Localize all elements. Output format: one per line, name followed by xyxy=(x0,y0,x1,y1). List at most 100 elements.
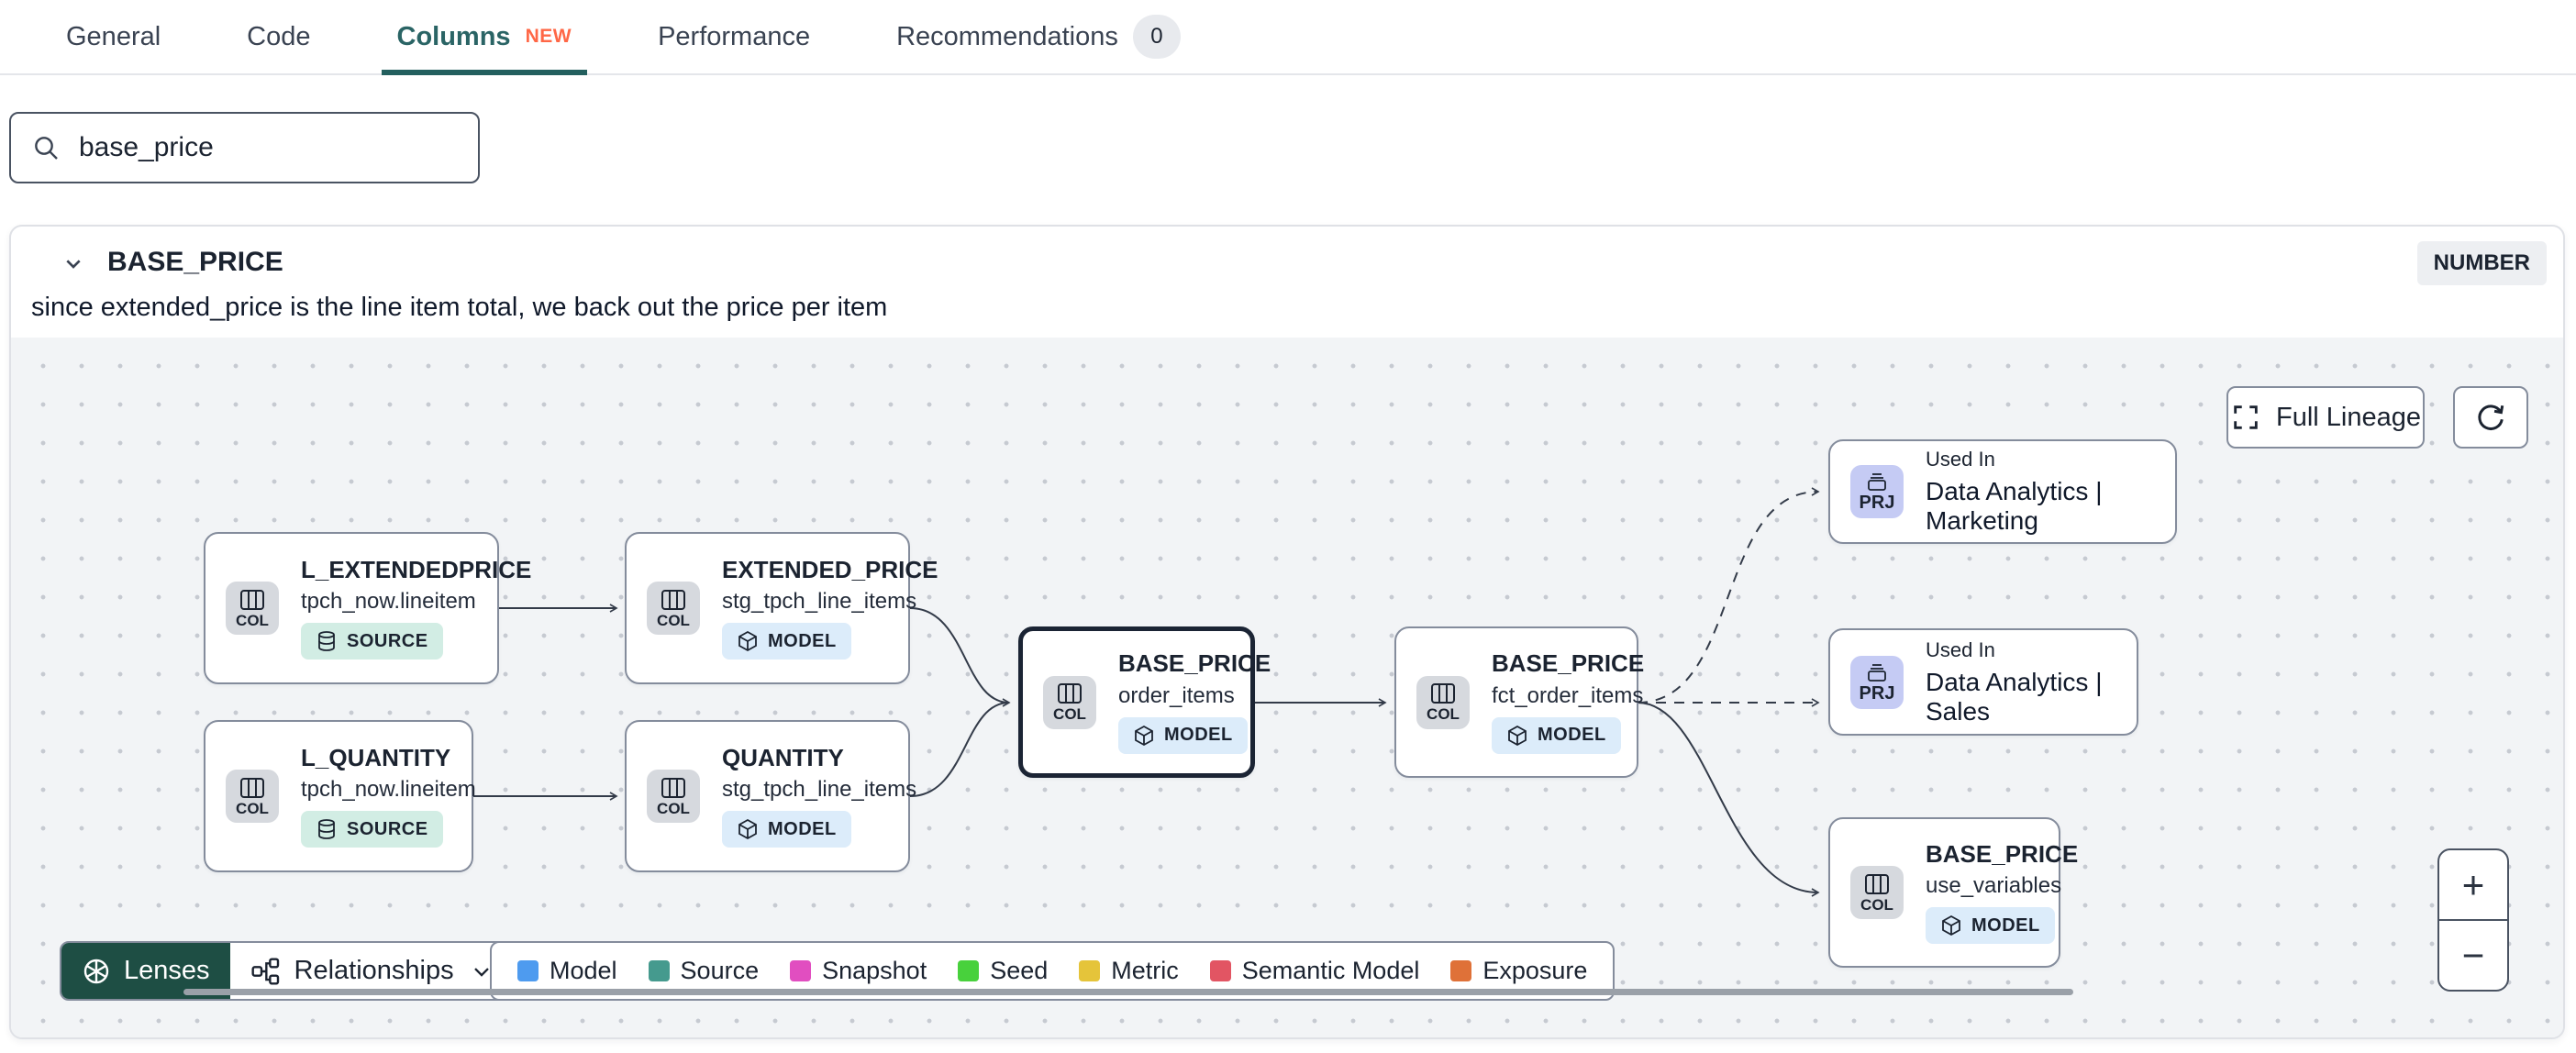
cube-icon xyxy=(1942,915,1960,937)
tab-columns[interactable]: Columns NEW xyxy=(381,0,588,75)
resource-badge: MODEL xyxy=(1926,907,2055,945)
badge-label: MODEL xyxy=(768,630,837,651)
resource-badge: MODEL xyxy=(1118,716,1248,754)
node-kind: COL xyxy=(1427,705,1460,723)
lenses-label: Lenses xyxy=(124,956,210,985)
badge-label: MODEL xyxy=(1971,914,2040,936)
column-icon: COL xyxy=(1043,675,1096,729)
column-type-badge: NUMBER xyxy=(2416,241,2547,285)
node-subtitle: stg_tpch_line_items xyxy=(722,777,917,803)
node-subtitle: tpch_now.lineitem xyxy=(301,777,476,803)
lineage-node-base-price-fct-order-items[interactable]: COL BASE_PRICE fct_order_items MODEL xyxy=(1394,626,1644,778)
horizontal-scrollbar-thumb[interactable] xyxy=(183,989,2073,995)
refresh-icon xyxy=(2478,405,2504,430)
search-input[interactable] xyxy=(79,132,427,163)
legend-item-metric: Metric xyxy=(1079,957,1179,985)
badge-label: MODEL xyxy=(768,818,837,839)
collapse-chevron-down-icon[interactable] xyxy=(59,249,88,278)
database-icon xyxy=(318,631,335,652)
column-icon: COL xyxy=(226,582,279,635)
project-icon: PRJ xyxy=(1850,655,1904,709)
tab-code[interactable]: Code xyxy=(231,0,326,73)
resource-badge: MODEL xyxy=(1492,716,1621,754)
column-icon: COL xyxy=(1850,866,1904,919)
tab-general[interactable]: General xyxy=(50,0,176,73)
badge-label: MODEL xyxy=(1164,725,1233,746)
source-swatch xyxy=(648,960,670,981)
zoom-out-button[interactable]: − xyxy=(2461,933,2485,977)
node-subtitle: tpch_now.lineitem xyxy=(301,589,476,615)
search-icon xyxy=(31,133,61,162)
new-badge: NEW xyxy=(525,26,572,47)
relationships-dropdown[interactable]: Relationships xyxy=(230,943,515,999)
snapshot-swatch xyxy=(790,960,812,981)
tab-performance[interactable]: Performance xyxy=(642,0,826,73)
refresh-button[interactable] xyxy=(2453,386,2528,449)
node-title: Data Analytics | Marketing xyxy=(1926,477,2103,535)
node-title: L_EXTENDEDPRICE xyxy=(301,555,532,583)
exposure-swatch xyxy=(1450,960,1472,981)
zoom-in-button[interactable]: + xyxy=(2439,850,2507,921)
column-search[interactable] xyxy=(9,112,480,183)
lineage-canvas[interactable]: COL L_EXTENDEDPRICE tpch_now.lineitem SO… xyxy=(11,338,2563,1037)
column-panel: BASE_PRICE NUMBER since extended_price i… xyxy=(9,225,2565,1039)
expand-icon xyxy=(2234,405,2258,429)
database-icon xyxy=(318,819,335,840)
semantic-model-swatch xyxy=(1209,960,1231,981)
column-icon: COL xyxy=(1416,675,1470,729)
model-swatch xyxy=(517,960,539,981)
legend-item-seed: Seed xyxy=(958,957,1048,985)
lineage-node-extended-price[interactable]: COL EXTENDED_PRICE stg_tpch_line_items M… xyxy=(625,532,938,684)
node-subtitle: use_variables xyxy=(1926,873,2062,899)
column-icon: COL xyxy=(647,770,700,823)
lineage-node-used-in-marketing[interactable]: PRJ Used In Data Analytics | Marketing xyxy=(1828,439,2177,544)
column-panel-header: BASE_PRICE NUMBER since extended_price i… xyxy=(11,227,2563,338)
legend-item-model: Model xyxy=(517,957,617,985)
legend-label: Metric xyxy=(1111,957,1179,984)
resource-badge: SOURCE xyxy=(301,811,443,848)
legend-label: Model xyxy=(550,957,617,984)
lineage-node-quantity[interactable]: COL QUANTITY stg_tpch_line_items MODEL xyxy=(625,720,916,872)
legend-label: Seed xyxy=(990,957,1049,984)
column-icon: COL xyxy=(226,770,279,823)
tab-recommendations[interactable]: Recommendations 0 xyxy=(881,0,1196,73)
relationships-label: Relationships xyxy=(294,956,454,985)
relationships-icon xyxy=(250,957,279,985)
node-kind: COL xyxy=(236,799,269,817)
recommendations-count-badge: 0 xyxy=(1132,15,1181,59)
lineage-node-used-in-sales[interactable]: PRJ Used In Data Analytics | Sales xyxy=(1828,628,2138,736)
legend-label: Semantic Model xyxy=(1241,957,1420,984)
cube-icon xyxy=(1135,725,1153,747)
node-title: BASE_PRICE xyxy=(1926,839,2079,868)
tab-label: Code xyxy=(247,21,311,51)
node-kind: PRJ xyxy=(1859,493,1895,513)
lineage-node-l-extendedprice[interactable]: COL L_EXTENDEDPRICE tpch_now.lineitem SO… xyxy=(204,532,531,684)
aperture-icon xyxy=(83,959,109,983)
legend-item-source: Source xyxy=(648,957,760,985)
full-lineage-label: Full Lineage xyxy=(2276,402,2421,432)
tab-label: Performance xyxy=(658,21,811,51)
zoom-controls: + − xyxy=(2437,848,2509,992)
used-in-label: Used In xyxy=(1926,637,1995,661)
lenses-toolbar: Lenses Relationships xyxy=(60,941,516,1001)
node-title: EXTENDED_PRICE xyxy=(722,555,938,583)
full-lineage-button[interactable]: Full Lineage xyxy=(2226,386,2425,449)
legend-label: Snapshot xyxy=(822,957,927,984)
lineage-node-base-price-order-items-selected[interactable]: COL BASE_PRICE order_items MODEL xyxy=(1018,626,1271,778)
badge-label: SOURCE xyxy=(347,630,428,651)
column-description: since extended_price is the line item to… xyxy=(31,293,888,322)
node-title: Data Analytics | Sales xyxy=(1926,667,2103,726)
node-kind: COL xyxy=(657,799,690,817)
lineage-edges xyxy=(472,487,1820,897)
legend-item-semantic-model: Semantic Model xyxy=(1209,957,1420,985)
lineage-node-l-quantity[interactable]: COL L_QUANTITY tpch_now.lineitem SOURCE xyxy=(204,720,476,872)
column-icon: COL xyxy=(647,582,700,635)
lineage-node-base-price-use-variables[interactable]: COL BASE_PRICE use_variables MODEL xyxy=(1828,817,2078,968)
legend-label: Source xyxy=(680,957,760,984)
project-icon: PRJ xyxy=(1850,465,1904,518)
node-kind: COL xyxy=(657,611,690,629)
badge-label: MODEL xyxy=(1538,725,1606,746)
node-kind: COL xyxy=(1053,705,1086,723)
node-subtitle: stg_tpch_line_items xyxy=(722,589,917,615)
